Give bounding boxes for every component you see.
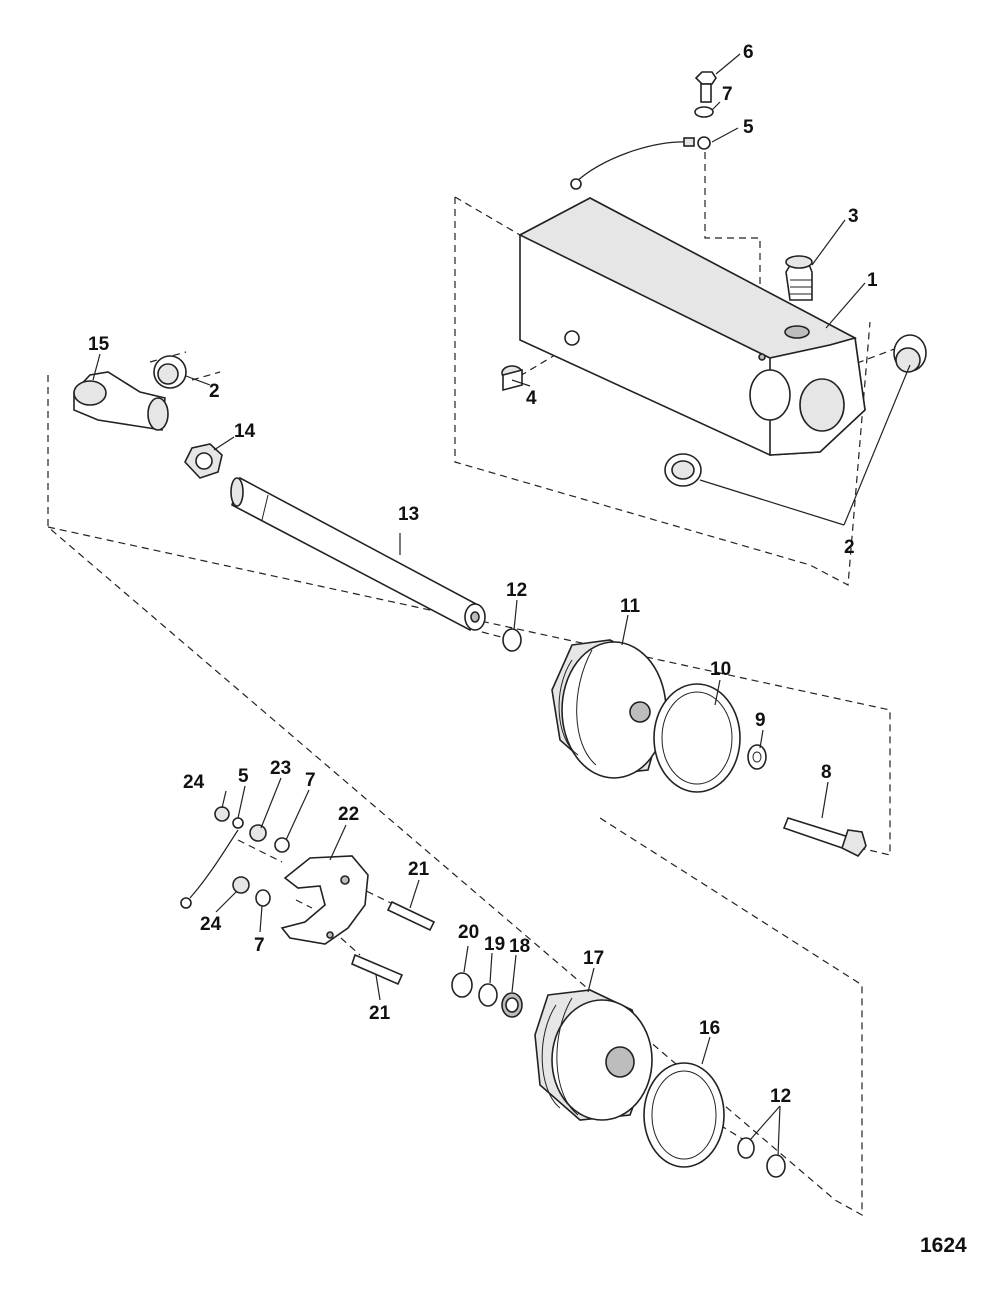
bushing-parts bbox=[153, 334, 927, 487]
hex-nut-part bbox=[184, 443, 223, 479]
callout-24-top: 24 bbox=[183, 772, 205, 793]
callout-15: 15 bbox=[88, 334, 110, 355]
small-ring-parts bbox=[502, 628, 786, 1178]
fitting-part bbox=[501, 365, 523, 392]
callout-numbers: 6 7 5 3 1 15 2 4 14 13 2 12 11 10 9 8 24… bbox=[88, 42, 878, 1107]
bolt-part bbox=[694, 71, 717, 103]
washer-part bbox=[694, 106, 714, 118]
callout-10: 10 bbox=[710, 659, 731, 680]
callout-16: 16 bbox=[699, 1018, 720, 1039]
callout-7-bottom: 7 bbox=[254, 935, 265, 956]
callout-7-top: 7 bbox=[722, 84, 733, 105]
callout-17: 17 bbox=[583, 948, 604, 969]
seal-ring-part bbox=[653, 683, 741, 793]
callout-1: 1 bbox=[867, 270, 878, 291]
rod-end-part bbox=[73, 371, 169, 431]
retaining-ring-parts bbox=[451, 972, 523, 1018]
callout-11: 11 bbox=[620, 596, 641, 617]
callout-5-top: 5 bbox=[743, 117, 754, 138]
callout-23: 23 bbox=[270, 758, 291, 779]
piston-rod-part bbox=[230, 476, 486, 632]
cylinder-housing-part bbox=[518, 197, 866, 456]
callout-21-bottom: 21 bbox=[369, 1003, 391, 1024]
callout-18: 18 bbox=[509, 936, 530, 957]
callout-6: 6 bbox=[743, 42, 754, 63]
callout-2-right: 2 bbox=[844, 537, 855, 558]
callout-2-left: 2 bbox=[209, 381, 220, 402]
callout-12-top: 12 bbox=[506, 580, 527, 601]
plug-part bbox=[785, 255, 813, 301]
callout-8: 8 bbox=[821, 762, 832, 783]
end-seal-ring-part bbox=[643, 1062, 725, 1168]
bolt-part-8 bbox=[782, 817, 867, 858]
end-cap-part bbox=[534, 989, 653, 1121]
callout-21-top: 21 bbox=[408, 859, 430, 880]
callout-19: 19 bbox=[484, 934, 505, 955]
small-hardware-parts bbox=[180, 806, 290, 909]
leader-lines bbox=[92, 53, 911, 1157]
callout-5-bottom: 5 bbox=[238, 766, 249, 787]
piston-part bbox=[551, 639, 667, 779]
washer-part-9 bbox=[747, 744, 767, 770]
ground-strap-part bbox=[570, 136, 711, 190]
callout-3: 3 bbox=[848, 206, 859, 227]
yoke-part bbox=[280, 855, 369, 945]
callout-20: 20 bbox=[458, 922, 479, 943]
callout-9: 9 bbox=[755, 710, 766, 731]
stud-parts bbox=[351, 900, 436, 986]
figure-number: 1624 bbox=[920, 1234, 967, 1257]
callout-22: 22 bbox=[338, 804, 359, 825]
callout-4: 4 bbox=[526, 388, 537, 409]
callout-13: 13 bbox=[398, 504, 419, 525]
callout-24-bottom: 24 bbox=[200, 914, 222, 935]
callout-12-bottom: 12 bbox=[770, 1086, 791, 1107]
callout-14: 14 bbox=[234, 421, 256, 442]
callout-7-mid: 7 bbox=[305, 770, 316, 791]
